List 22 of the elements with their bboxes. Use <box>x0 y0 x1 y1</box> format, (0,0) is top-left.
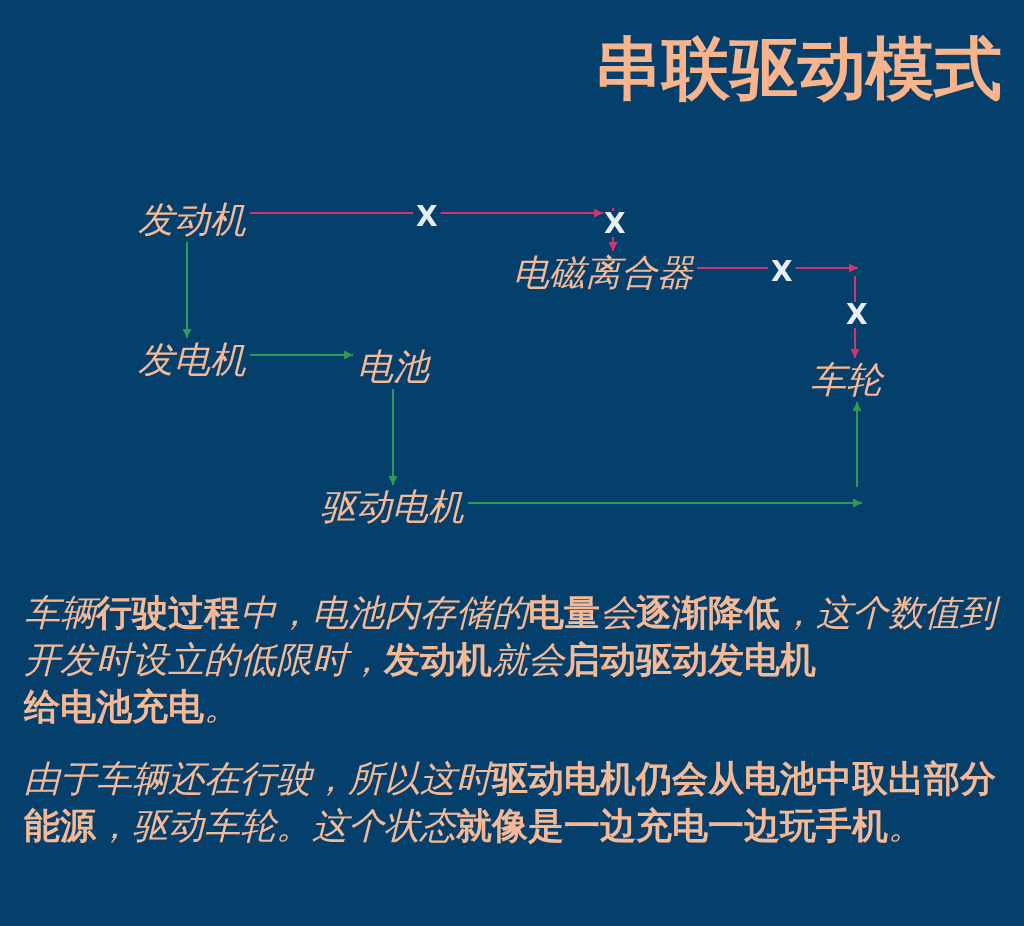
description-paragraph: 车辆行驶过程中，电池内存储的电量会逐渐降低，这个数值到开发时设立的低限时，发动机就会启动驱动发电机给电池充电。 <box>24 589 1004 730</box>
arrow <box>249 350 354 360</box>
arrow <box>388 388 398 486</box>
component-label: 电池 <box>353 345 433 389</box>
component-label: 车轮 <box>806 358 886 402</box>
edge-label: X <box>415 206 439 228</box>
component-label: 电磁离合器 <box>509 251 697 295</box>
component-label: 发电机 <box>134 338 250 382</box>
component-label: 驱动电机 <box>316 485 468 529</box>
arrow <box>608 207 618 252</box>
edge-label: X <box>845 304 869 326</box>
arrow <box>182 241 192 339</box>
title: 串联驱动模式 <box>594 34 1002 102</box>
component-label: 发动机 <box>134 198 250 242</box>
arrow <box>467 498 863 508</box>
arrow <box>696 263 859 273</box>
edge-label: X <box>770 261 794 283</box>
arrow <box>249 208 604 218</box>
arrow <box>852 401 862 488</box>
arrow <box>850 275 860 359</box>
edge-label: X <box>603 213 627 235</box>
description-paragraph: 由于车辆还在行驶，所以这时驱动电机仍会从电池中取出部分能源，驱动车轮。这个状态就像是一边充电一边玩手机。 <box>24 757 997 848</box>
